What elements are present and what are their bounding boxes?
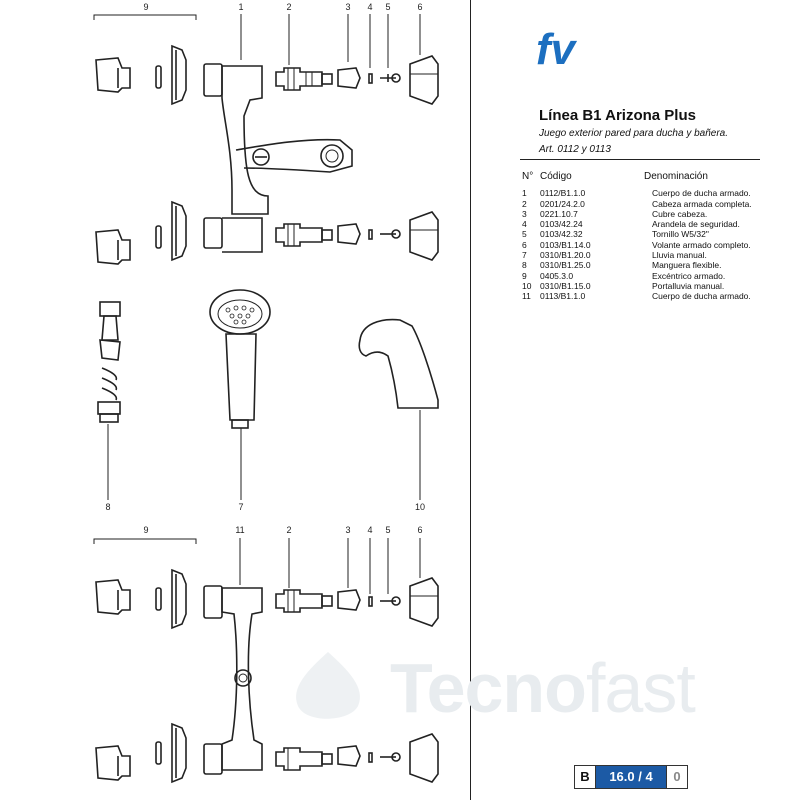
parts-row: 5 0103/42.32 Tornillo W5/32": [522, 229, 762, 239]
parts-row: 4 0103/42.24 Arandela de seguridad.: [522, 219, 762, 229]
part-code: 0405.3.0: [540, 270, 574, 281]
part-code: 0113/B1.1.0: [540, 291, 586, 302]
exploded-parts-diagram: 9 1 2 3 4 5 6 8 7 10 9 11 2 3 4 5 6: [93, 2, 439, 784]
part-name: Arandela de seguridad.: [652, 219, 740, 230]
callout-3-bottom: 3: [345, 525, 350, 535]
page-divider: [470, 0, 471, 800]
page-section: B: [575, 766, 596, 788]
part-name: Cabeza armada completa.: [652, 198, 752, 209]
callout-4-bottom: 4: [367, 525, 372, 535]
callout-4-top: 4: [367, 2, 372, 12]
part-name: Cuerpo de ducha armado.: [652, 188, 751, 199]
callout-5-top: 5: [385, 2, 390, 12]
part-name: Excéntrico armado.: [652, 270, 726, 281]
part-number: 6: [522, 239, 527, 250]
part-name: Cubre cabeza.: [652, 208, 708, 219]
watermark-drop-logo: [296, 652, 360, 719]
part-name: Cuerpo de ducha armado.: [652, 291, 751, 302]
callout-7: 7: [238, 502, 243, 512]
callout-6-top: 6: [417, 2, 422, 12]
product-subtitle: Juego exterior pared para ducha y bañera…: [539, 128, 729, 139]
parts-row: 2 0201/24.2.0 Cabeza armada completa.: [522, 199, 762, 209]
part-number: 7: [522, 250, 527, 261]
part-number: 1: [522, 188, 527, 199]
parts-row: 7 0310/B1.20.0 Lluvia manual.: [522, 250, 762, 260]
part-code: 0103/B1.14.0: [540, 239, 591, 250]
parts-row: 6 0103/B1.14.0 Volante armado completo.: [522, 240, 762, 250]
callout-11: 11: [235, 525, 244, 535]
part-code: 0201/24.2.0: [540, 198, 585, 209]
part-number: 5: [522, 229, 527, 240]
part-number: 4: [522, 219, 527, 230]
svg-text:fv: fv: [536, 26, 578, 72]
header-number: N°: [522, 171, 534, 182]
part-number: 9: [522, 270, 527, 281]
callout-9-bottom: 9: [143, 525, 148, 535]
watermark: Tecnofast: [290, 648, 696, 728]
part-number: 8: [522, 260, 527, 271]
fv-logo: fv: [536, 26, 578, 72]
parts-row: 3 0221.10.7 Cubre cabeza.: [522, 209, 762, 219]
watermark-light: fast: [585, 649, 696, 727]
parts-row: 10 0310/B1.15.0 Portalluvia manual.: [522, 281, 762, 291]
product-title: Línea B1 Arizona Plus: [539, 107, 696, 124]
callout-6-bottom: 6: [417, 525, 422, 535]
part-name: Lluvia manual.: [652, 250, 707, 261]
part-number: 3: [522, 208, 527, 219]
callout-3-top: 3: [345, 2, 350, 12]
watermark-bold: Tecno: [390, 649, 587, 727]
part-name: Volante armado completo.: [652, 239, 751, 250]
part-code: 0310/B1.15.0: [540, 280, 591, 291]
callout-8: 8: [105, 502, 110, 512]
callout-10: 10: [415, 502, 425, 512]
callout-5-bottom: 5: [385, 525, 390, 535]
callout-1: 1: [238, 2, 243, 12]
part-number: 10: [522, 280, 532, 291]
header-name: Denominación: [644, 171, 708, 182]
part-name: Portalluvia manual.: [652, 280, 725, 291]
title-rule: [520, 159, 760, 160]
part-name: Tornillo W5/32": [652, 229, 709, 240]
part-name: Manguera flexible.: [652, 260, 722, 271]
part-code: 0310/B1.25.0: [540, 260, 591, 271]
parts-row: 11 0113/B1.1.0 Cuerpo de ducha armado.: [522, 291, 762, 301]
part-code: 0103/42.32: [540, 229, 583, 240]
callout-2-bottom: 2: [286, 525, 291, 535]
parts-list-header: N° Código Denominación: [522, 171, 762, 182]
part-code: 0103/42.24: [540, 219, 583, 230]
header-code: Código: [540, 171, 572, 182]
part-code: 0112/B1.1.0: [540, 188, 586, 199]
page-code-badge: B 16.0 / 4 0: [574, 765, 688, 789]
parts-row: 8 0310/B1.25.0 Manguera flexible.: [522, 260, 762, 270]
part-code: 0310/B1.20.0: [540, 250, 591, 261]
callout-9-top: 9: [143, 2, 148, 12]
part-number: 2: [522, 198, 527, 209]
page-number: 16.0 / 4: [596, 766, 666, 788]
parts-row: 9 0405.3.0 Excéntrico armado.: [522, 271, 762, 281]
page-revision: 0: [666, 766, 687, 788]
article-numbers: Art. 0112 y 0113: [539, 144, 611, 155]
callout-2-top: 2: [286, 2, 291, 12]
part-code: 0221.10.7: [540, 208, 578, 219]
parts-row: 1 0112/B1.1.0 Cuerpo de ducha armado.: [522, 188, 762, 198]
part-number: 11: [522, 291, 531, 302]
